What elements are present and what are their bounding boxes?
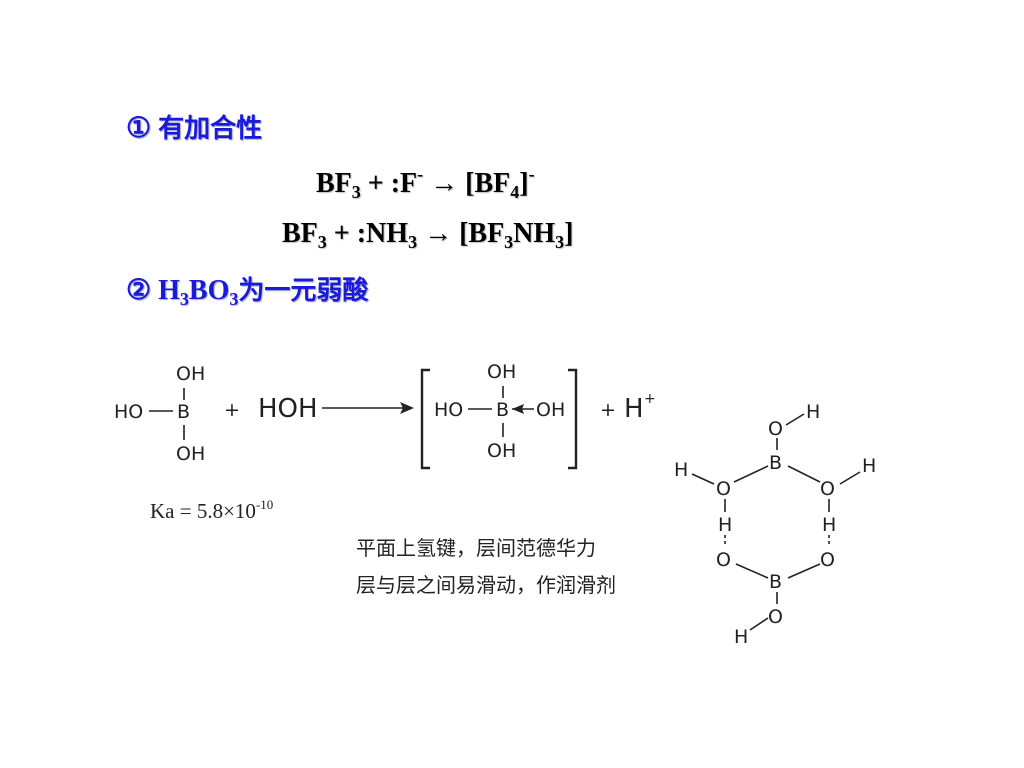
plus-sign-2: + (600, 399, 616, 421)
ring-h-bottom: H (734, 626, 748, 648)
ring-o-lower-right: O (820, 549, 835, 571)
ring-o-lower-left: O (716, 549, 731, 571)
ring-o-upper-right: O (820, 478, 835, 500)
eq2-sub3a: 3 (317, 232, 327, 252)
ring-b-bottom: B (769, 571, 782, 593)
eq2-sub3b: 3 (408, 232, 418, 252)
ka-exponent: -10 (256, 497, 273, 512)
borate-b: B (496, 399, 509, 421)
arrow-head (400, 402, 414, 414)
ring-o-bottom: O (768, 606, 783, 628)
point-1: ① 有加合性 (126, 108, 262, 145)
proton-h: H (624, 394, 644, 424)
ka-value: Ka = 5.8×10-10 (150, 497, 273, 523)
boric-ho-left: HO (114, 401, 143, 423)
eq1-arrow: → [BF (423, 168, 511, 199)
note-line-2: 层与层之间易滑动，作润滑剂 (356, 573, 616, 597)
boric-b: B (177, 401, 190, 423)
eq1-sub4: 4 (510, 182, 520, 202)
eq2-sub3c: 3 (504, 232, 514, 252)
eq1-plus-f: + :F (360, 168, 418, 199)
eq1-sub3: 3 (351, 182, 361, 202)
ring-h-top: H (806, 401, 820, 423)
ring-o-upper-left: O (716, 478, 731, 500)
tetrahydroxyborate: OH HO B OH OH (434, 361, 565, 462)
boric-acid-molecule: OH HO B OH (114, 363, 205, 465)
ring-b-top: B (769, 452, 782, 474)
eq1-bf: BF (316, 168, 352, 199)
right-bracket (568, 368, 578, 470)
borate-oh-top: OH (487, 361, 516, 383)
equation-bf3-fluoride: BF3 + :F- → [BF4]- (316, 164, 535, 203)
point-2-sub3b: 3 (229, 289, 239, 309)
ring-h-upper-right: H (862, 455, 876, 477)
point-1-marker: ① (126, 113, 152, 144)
eq2-bf: BF (282, 218, 318, 249)
point-2-bo: BO (188, 275, 230, 306)
ring-o-top: O (768, 418, 783, 440)
ring-h-mid-left: H (718, 514, 732, 536)
borate-ho-left: HO (434, 399, 463, 421)
equation-bf3-ammonia: BF3 + :NH3 → [BF3NH3] (282, 218, 574, 253)
ring-h-upper-left: H (674, 459, 688, 481)
ring-h-mid-right: H (822, 514, 836, 536)
point-2-marker: ② (126, 275, 152, 306)
eq2-sub3d: 3 (555, 232, 565, 252)
point-1-text: 有加合性 (158, 114, 263, 144)
eq2-close: ] (564, 218, 574, 249)
left-bracket (420, 368, 430, 470)
dative-arrow-head (512, 404, 524, 414)
water-hoh: HOH (258, 394, 318, 424)
proton-charge: + (644, 391, 656, 407)
eq2-plus-nh: + :NH (326, 218, 409, 249)
note-line-1: 平面上氢键，层间范德华力 (356, 536, 596, 560)
eq1-sup-minus2: - (528, 164, 535, 184)
point-2-text: 为一元弱酸 (238, 276, 369, 306)
ka-text: Ka = 5.8×10 (150, 499, 256, 523)
point-2-sub3a: 3 (179, 289, 189, 309)
eq1-sup-minus: - (417, 164, 424, 184)
point-2: ② H3BO3为一元弱酸 (126, 270, 368, 310)
hydrogen-bond-ring: O H B O O H H H H O O B O H (674, 401, 876, 648)
borate-oh-right: OH (536, 399, 565, 421)
plus-sign-1: + (224, 399, 240, 421)
point-2-h: H (158, 275, 180, 306)
eq1-close: ] (519, 168, 529, 199)
borate-oh-bottom: OH (487, 440, 516, 462)
eq2-arrow: → [BF (417, 218, 505, 249)
boric-oh-top: OH (176, 363, 205, 385)
boric-oh-bottom: OH (176, 443, 205, 465)
eq2-nh: NH (513, 218, 556, 249)
